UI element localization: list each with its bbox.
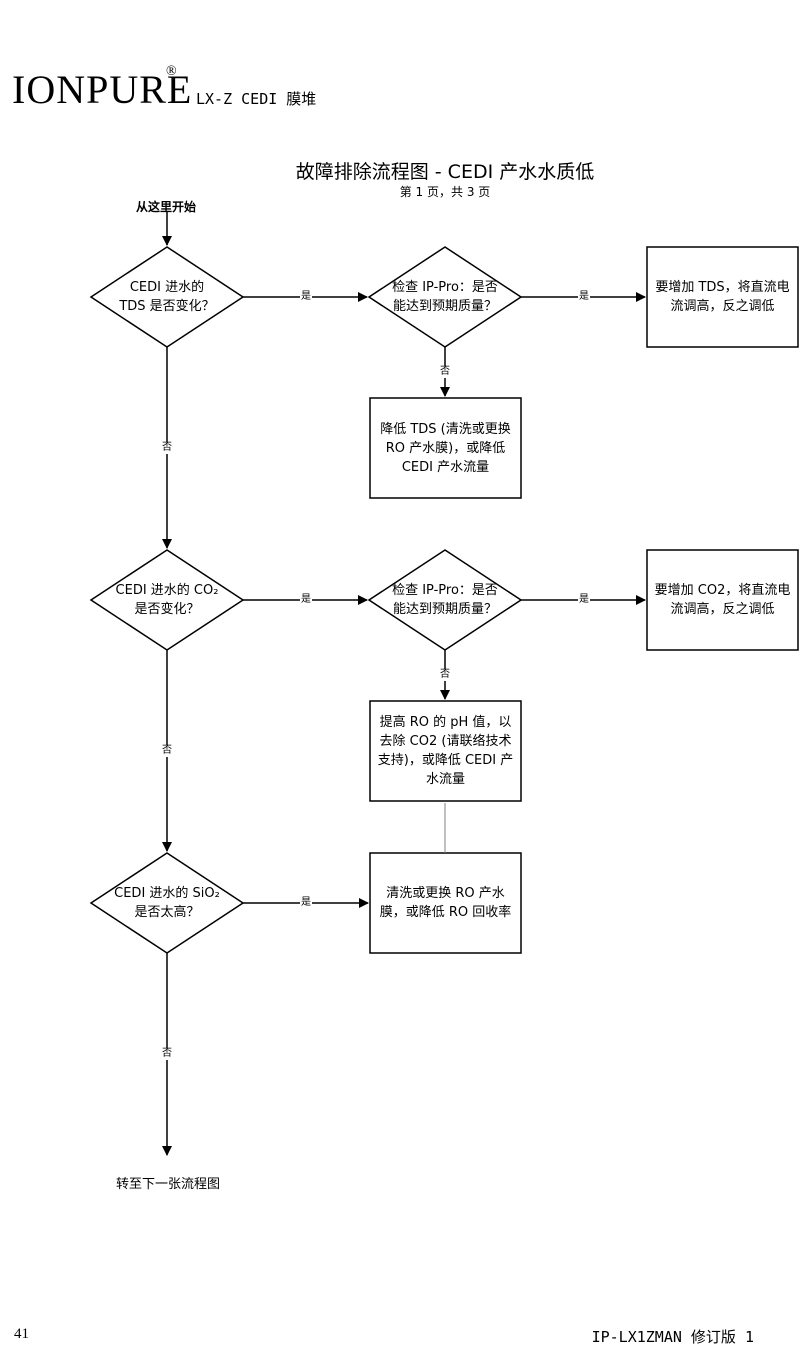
box-shape-clean-ro [369, 852, 522, 954]
page-number: 41 [14, 1326, 29, 1342]
box-shape-reduce-tds [369, 397, 522, 499]
diagram-subtitle: 第 1 页，共 3 页 [399, 185, 491, 199]
box-shape-tds-adjust [646, 246, 799, 348]
decision-sio2-text: CEDI 进水的 SiO₂ 是否太高？ [114, 886, 220, 920]
box-co2-adjust-text: 要增加 CO2，将直流电 流调高，反之调低 [654, 583, 791, 617]
decision-co2-text: CEDI 进水的 CO₂ 是否变化？ [115, 583, 219, 617]
edge-label-no: 否 [161, 442, 173, 454]
edge-label-no: 否 [439, 669, 451, 681]
start-label: 从这里开始 [135, 200, 196, 214]
box-tds-adjust-text: 要增加 TDS，将直流电 流调高，反之调低 [655, 280, 790, 314]
edge-label-yes: 是 [578, 594, 590, 606]
end-label: 转至下一张流程图 [115, 1177, 220, 1192]
edge-label-yes: 是 [300, 291, 312, 303]
registered-mark: ® [166, 64, 177, 79]
edge-label-no: 否 [161, 1048, 173, 1060]
box-clean-ro-text: 清洗或更换 RO 产水 膜，或降低 RO 回收率 [379, 886, 512, 920]
edge-label-no: 否 [161, 745, 173, 757]
brand-logo-text: IONPURE [12, 67, 193, 112]
document-id: IP-LX1ZMAN 修订版 1 [591, 1328, 754, 1346]
decision-check-quality-2-text: 检查 IP-Pro：是否 能达到预期质量？ [392, 583, 498, 617]
model-label: LX-Z CEDI 膜堆 [196, 90, 317, 108]
edge-label-yes: 是 [300, 897, 312, 909]
box-reduce-tds-text: 降低 TDS (清洗或更换 RO 产水膜)，或降低 CEDI 产水流量 [380, 421, 511, 475]
box-shape-co2-adjust [646, 549, 799, 651]
box-shape-raise-ph [369, 700, 522, 802]
edge-label-yes: 是 [578, 291, 590, 303]
edge-label-no: 否 [439, 366, 451, 378]
edge-label-yes: 是 [300, 594, 312, 606]
decision-check-quality-1-text: 检查 IP-Pro：是否 能达到预期质量？ [392, 280, 498, 314]
box-raise-ph-text: 提高 RO 的 pH 值，以 去除 CO2 (请联络技术 支持)，或降低 CED… [377, 715, 514, 787]
decision-tds-text: CEDI 进水的 TDS 是否变化？ [119, 280, 215, 314]
diagram-title: 故障排除流程图 - CEDI 产水水质低 [295, 161, 595, 183]
